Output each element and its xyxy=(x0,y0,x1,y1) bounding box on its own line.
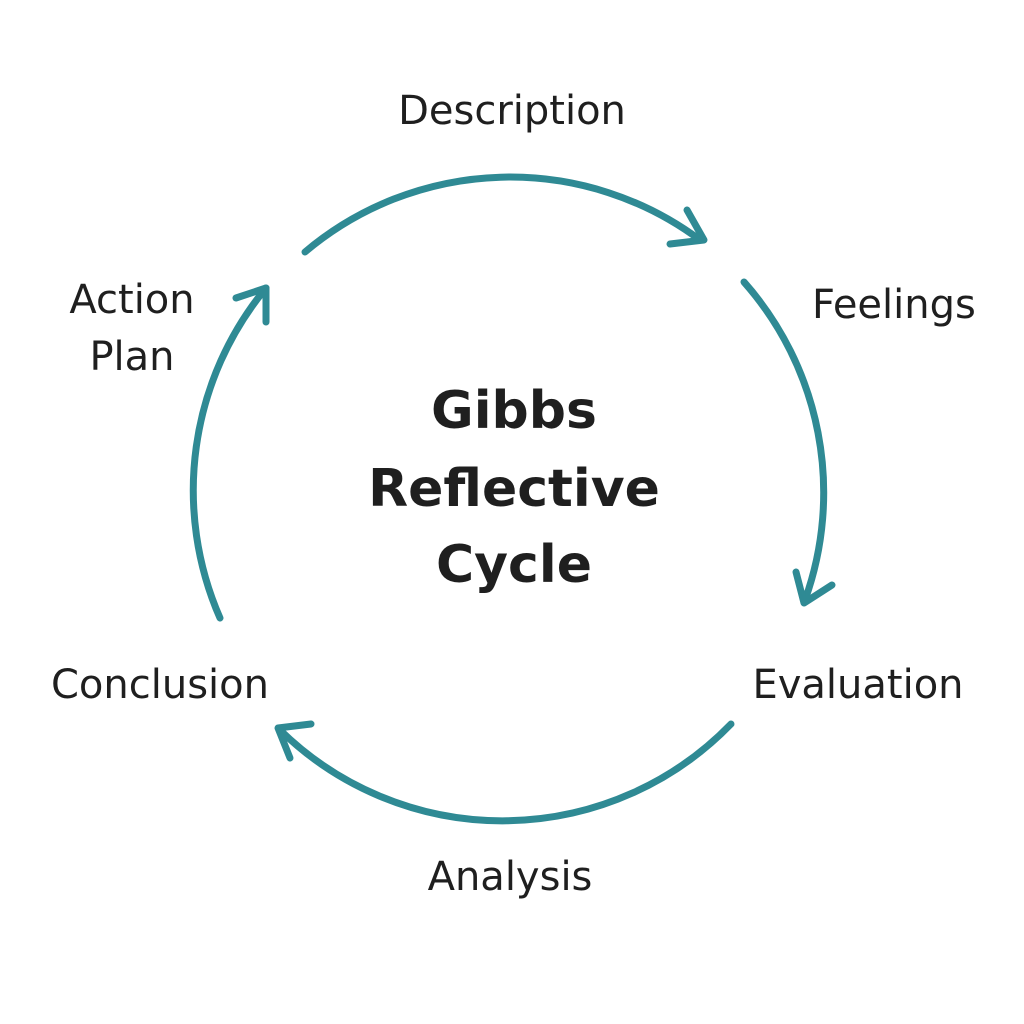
stage-label-analysis: Analysis xyxy=(428,854,593,900)
stage-label-description: Description xyxy=(398,88,626,134)
arrowhead-conclusion-to-action-plan xyxy=(232,284,270,326)
cycle-arrows xyxy=(189,173,836,825)
arrow-description-to-feelings xyxy=(301,173,704,256)
center-title-line-1: Gibbs xyxy=(431,381,597,441)
arrowhead-description-to-feelings xyxy=(666,206,708,248)
arrow-conclusion-to-action-plan xyxy=(189,284,270,622)
center-title-line-3: Cycle xyxy=(436,535,592,595)
center-title-line-2: Reflective xyxy=(368,459,660,519)
stage-label-action-plan: Action Plan xyxy=(69,277,194,380)
arrowhead-feelings-to-evaluation xyxy=(792,568,836,607)
stage-label-conclusion: Conclusion xyxy=(51,662,269,708)
arrow-feelings-to-evaluation xyxy=(740,278,828,604)
stage-label-feelings: Feelings xyxy=(812,282,976,328)
arrow-evaluation-to-conclusion xyxy=(276,720,735,825)
center-title: Gibbs Reflective Cycle xyxy=(368,381,660,595)
stage-label-action-plan-line-1: Action xyxy=(69,277,194,323)
stage-label-evaluation: Evaluation xyxy=(752,662,963,708)
arrowhead-evaluation-to-conclusion xyxy=(274,720,315,762)
stage-label-action-plan-line-2: Plan xyxy=(89,334,174,380)
